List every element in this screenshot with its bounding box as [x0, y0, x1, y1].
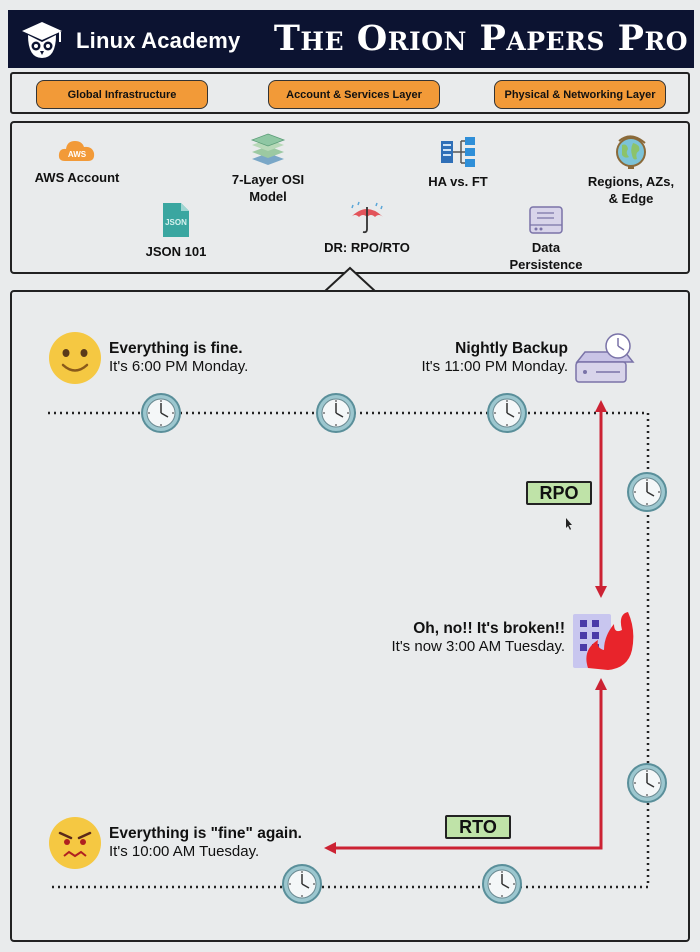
page-title: The Orion Papers Pro [273, 18, 688, 59]
backup-drive-icon [575, 333, 635, 383]
event-backup: Nightly Backup It's 11:00 PM Monday. [360, 340, 568, 375]
topic-aws-account[interactable]: AWS AWS Account [22, 137, 132, 186]
topic-label: JSON 101 [145, 244, 207, 259]
event-title: Everything is "fine" again. [109, 825, 302, 842]
rto-label: RTO [445, 815, 511, 839]
rpo-label: RPO [526, 481, 592, 505]
event-time: It's 11:00 PM Monday. [421, 358, 568, 375]
layer-button-account-services[interactable]: Account & Services Layer [268, 80, 440, 109]
event-title: Nightly Backup [455, 340, 568, 357]
topic-regions[interactable]: Regions, AZs, & Edge [576, 133, 686, 207]
happy-face-icon [49, 332, 101, 384]
event-broken: Oh, no!! It's broken!! It's now 3:00 AM … [330, 620, 565, 655]
owl-graduation-cap-icon [22, 22, 62, 58]
layers-stack-icon [250, 133, 286, 165]
event-time: It's 10:00 AM Tuesday. [109, 843, 260, 860]
mouse-cursor-icon [566, 518, 572, 530]
event-title: Oh, no!! It's broken!! [413, 620, 565, 637]
clock-icon [627, 472, 667, 512]
clock-icon [487, 393, 527, 433]
topic-label-line2: Model [249, 189, 287, 204]
rto-arrow [324, 678, 607, 854]
brand-name: Linux Academy [76, 28, 241, 53]
layer-nav: Global Infrastructure Account & Services… [10, 72, 690, 114]
umbrella-icon [351, 201, 383, 234]
topic-osi-model[interactable]: 7-Layer OSI Model [218, 133, 318, 205]
angry-face-icon [49, 817, 101, 869]
storage-drive-icon [529, 206, 563, 234]
topic-label-line1: Data [531, 240, 561, 255]
clock-icon [141, 393, 181, 433]
rpo-arrow [595, 400, 607, 598]
aws-cloud-icon: AWS [58, 141, 95, 161]
topic-label-line1: 7-Layer OSI [231, 172, 305, 187]
clock-icon [627, 763, 667, 803]
topic-label-line2: & Edge [608, 191, 654, 206]
server-network-icon [441, 137, 475, 167]
header-bar: Linux Academy The Orion Papers Pro [8, 10, 694, 68]
topic-label: HA vs. FT [428, 174, 488, 189]
panel-pointer [323, 266, 377, 293]
clock-icon [282, 864, 322, 904]
event-fine-again: Everything is "fine" again. It's 10:00 A… [109, 825, 349, 860]
topic-label-line1: Regions, AZs, [587, 174, 675, 189]
event-time: It's 6:00 PM Monday. [109, 358, 249, 375]
svg-text:AWS: AWS [68, 150, 87, 159]
topic-label-line2: Persistence [509, 257, 583, 272]
burning-server-icon [573, 612, 634, 670]
clock-icon [316, 393, 356, 433]
globe-icon [616, 135, 646, 169]
event-title: Everything is fine. [109, 340, 243, 357]
topic-ha-ft[interactable]: HA vs. FT [412, 135, 504, 190]
topics-panel: AWS AWS Account 7-Layer OSI Model [10, 121, 690, 274]
topic-label: AWS Account [34, 170, 120, 185]
event-time: It's now 3:00 AM Tuesday. [391, 638, 565, 655]
layer-button-global[interactable]: Global Infrastructure [36, 80, 208, 109]
json-icon-text: JSON [165, 218, 187, 227]
clock-icon [482, 864, 522, 904]
topic-json[interactable]: JSON JSON 101 [128, 201, 224, 260]
json-file-icon: JSON [163, 203, 189, 237]
event-fine: Everything is fine. It's 6:00 PM Monday. [109, 340, 329, 375]
topic-dr-rpo-rto[interactable]: DR: RPO/RTO [312, 201, 422, 256]
topic-label: DR: RPO/RTO [324, 240, 410, 255]
topic-data-persistence[interactable]: Data Persistence [496, 205, 596, 273]
layer-button-physical-networking[interactable]: Physical & Networking Layer [494, 80, 666, 109]
